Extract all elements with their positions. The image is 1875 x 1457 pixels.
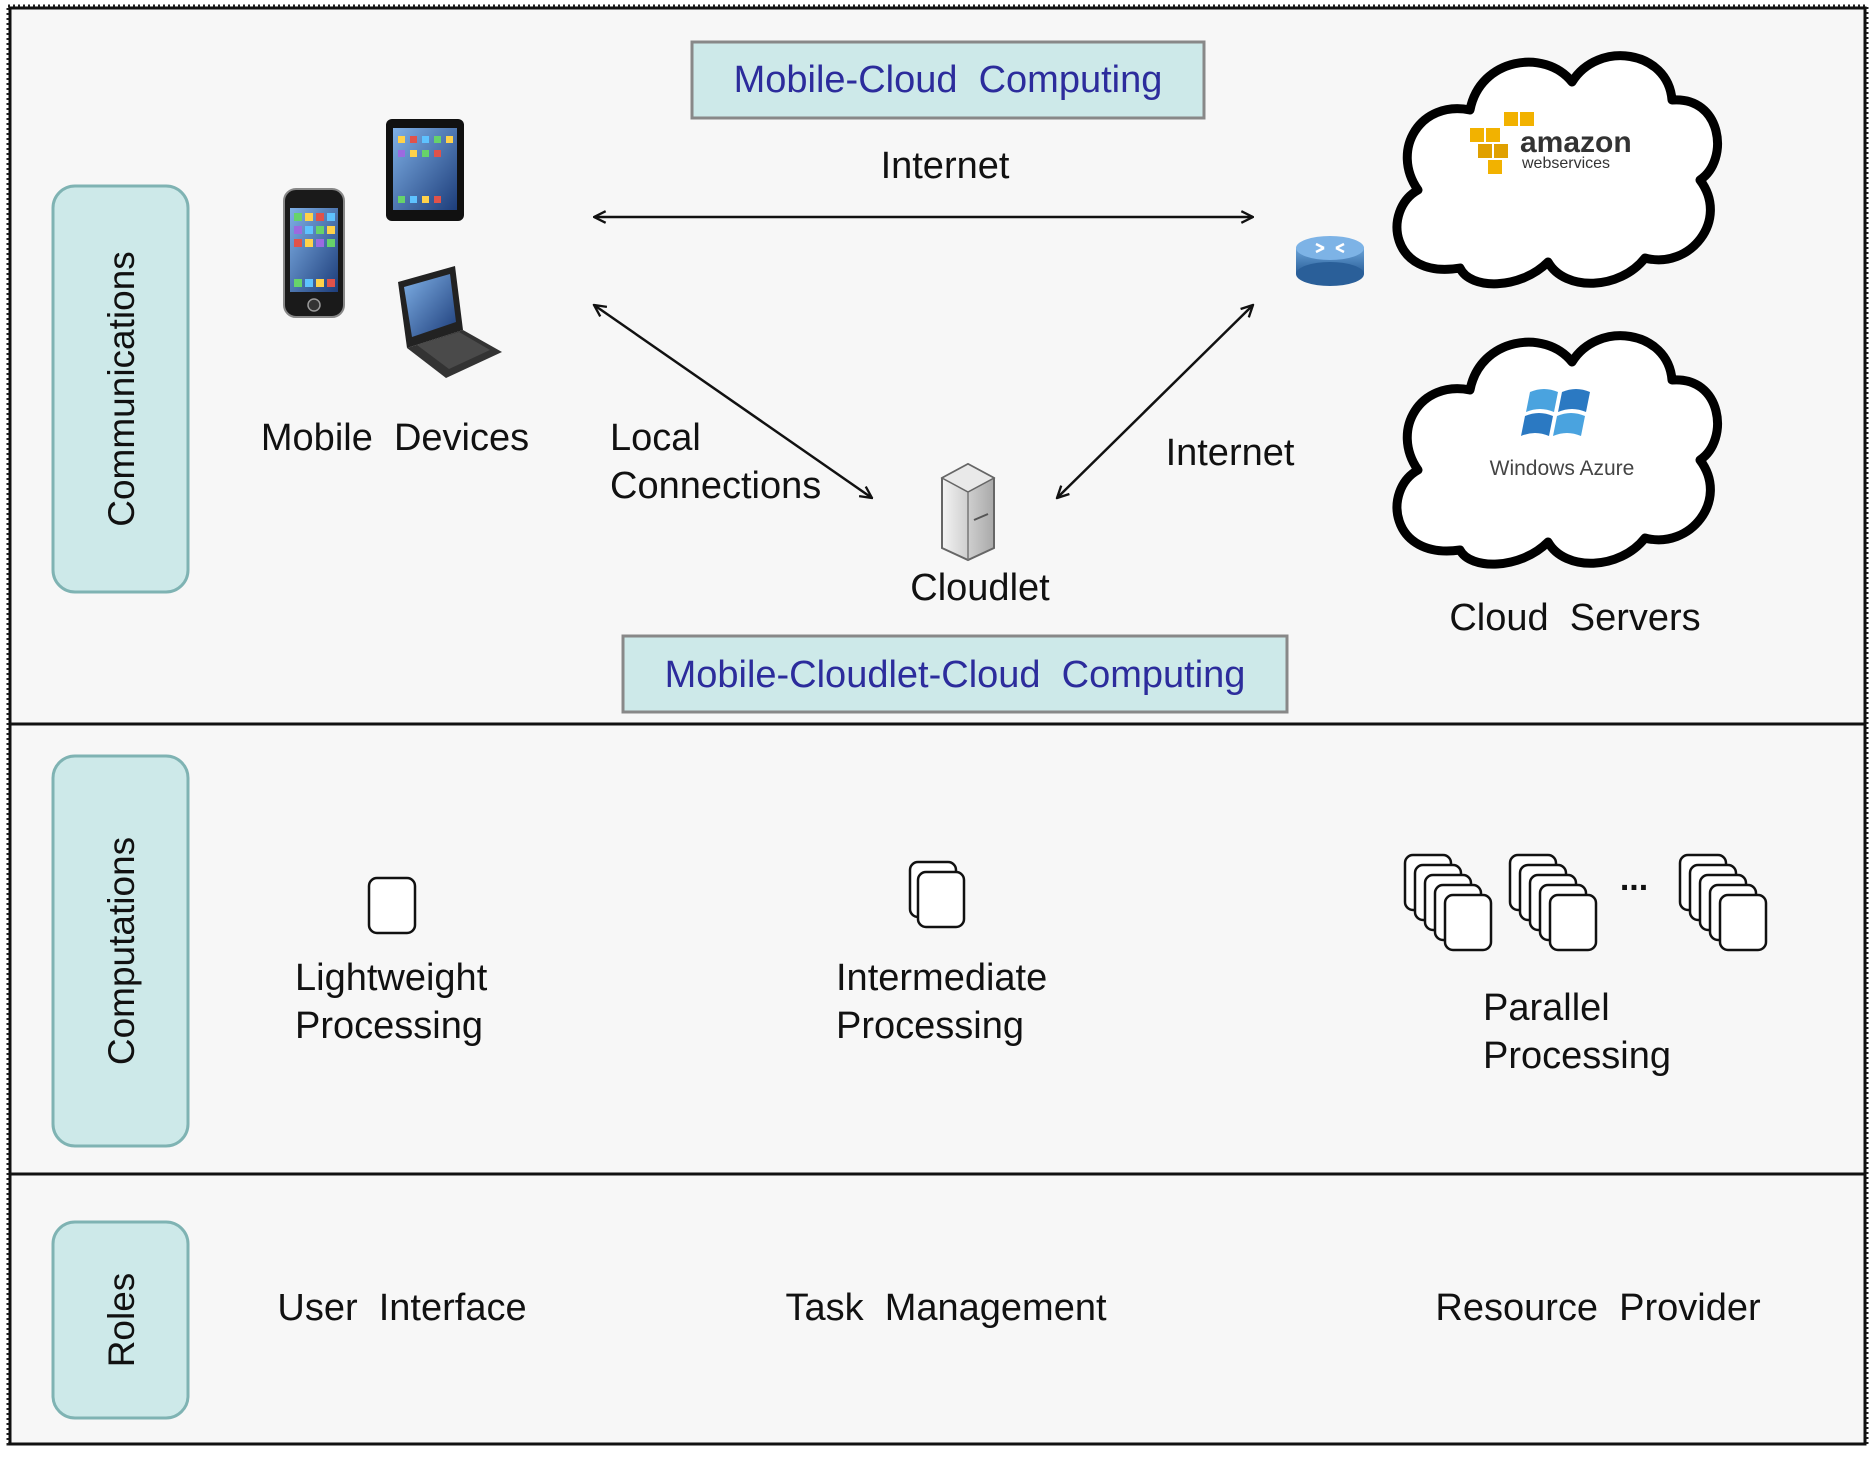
role-task-management: Task Management [785,1287,1106,1329]
cloudlet-label: Cloudlet [910,567,1050,609]
router-icon [1296,236,1364,286]
azure-wordmark: Windows Azure [1490,457,1635,480]
laptop-icon [398,266,502,378]
windows-flag-icon [1521,389,1590,436]
amazon-cloud: amazon webservices [1392,51,1723,289]
local-label-line1: Local [610,417,701,459]
lightweight-label-line1: Lightweight [295,957,488,999]
internet-arrow-right [1057,305,1253,498]
role-user-interface: User Interface [277,1287,526,1329]
parallel-ellipsis: ... [1620,860,1648,898]
cloud-servers-label: Cloud Servers [1449,597,1700,639]
parallel-label-line1: Parallel [1483,987,1610,1029]
computations-label: Computations [101,837,142,1065]
azure-cloud: Windows Azure [1392,331,1723,569]
tablet-icon [386,119,464,221]
amazon-wordmark: amazon [1520,126,1632,159]
parallel-tasks-icon-3 [1678,853,1768,952]
mobile-devices-label: Mobile Devices [261,417,529,459]
stacked-tasks-icon [908,860,966,929]
intermediate-label-line1: Intermediate [836,957,1047,999]
mobile-cloud-banner: Mobile-Cloud Computing [690,40,1206,120]
mobile-cloudlet-cloud-banner-text: Mobile-Cloudlet-Cloud Computing [665,654,1246,696]
parallel-tasks-icon-2 [1508,853,1598,952]
amazon-webservices-text: webservices [1521,155,1610,172]
smartphone-icon [283,188,345,318]
amazon-cubes-icon [1470,112,1534,174]
roles-tab: Roles [51,1220,190,1420]
single-task-icon [367,876,417,935]
local-connections-arrow [594,305,872,498]
local-label-line2: Connections [610,465,821,507]
internet-label-right: Internet [1166,432,1295,474]
communications-label: Communications [101,251,142,527]
mobile-cloud-banner-text: Mobile-Cloud Computing [734,59,1163,101]
intermediate-label-line2: Processing [836,1005,1024,1047]
communications-tab: Communications [51,184,190,594]
role-resource-provider: Resource Provider [1435,1287,1761,1329]
internet-label-top: Internet [881,145,1010,187]
parallel-label-line2: Processing [1483,1035,1671,1077]
mobile-cloudlet-cloud-banner: Mobile-Cloudlet-Cloud Computing [621,634,1289,714]
parallel-tasks-icon-1 [1403,853,1493,952]
cloudlet-server-icon [940,462,996,562]
lightweight-label-line2: Processing [295,1005,483,1047]
roles-panel [8,1172,1867,1446]
computations-tab: Computations [51,754,190,1148]
roles-label: Roles [101,1273,142,1368]
